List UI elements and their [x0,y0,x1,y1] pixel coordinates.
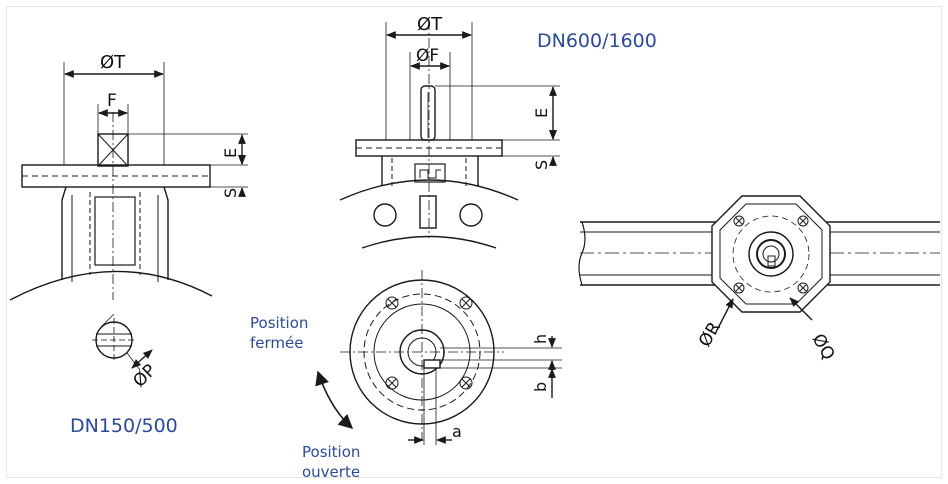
middle-dim-E: E [532,108,551,118]
position-open-line2: ouverte [302,463,360,481]
right-octagon-flange [711,195,831,313]
middle-stem [420,85,436,141]
middle-key-box [414,163,446,183]
right-view [578,195,940,335]
left-view-title: DN150/500 [70,415,178,437]
left-dim-F: F [107,91,117,111]
left-dim-E: E [221,148,240,158]
middle-view-title: DN600/1600 [537,30,657,52]
rotation-arrow [315,370,354,429]
right-dim-Q: ØQ [808,331,839,364]
middle-dim-h: h [531,334,550,344]
left-view [9,62,248,371]
position-closed-line1: Position [250,314,308,332]
left-stem-slot [94,196,136,266]
figure-frame [6,6,942,478]
left-dim-T: ØT [100,52,126,73]
left-dim-S: S [221,188,240,198]
middle-view [315,20,562,445]
position-closed-line2: fermée [250,334,303,352]
middle-dim-T: ØT [417,14,443,35]
position-open-line1: Position [302,443,360,461]
middle-dim-b: b [531,382,550,392]
left-neck [61,186,169,280]
left-body-arc [9,270,213,301]
middle-dim-F: ØF [416,46,439,66]
middle-dim-a: a [452,422,462,441]
middle-dim-S: S [532,160,551,170]
